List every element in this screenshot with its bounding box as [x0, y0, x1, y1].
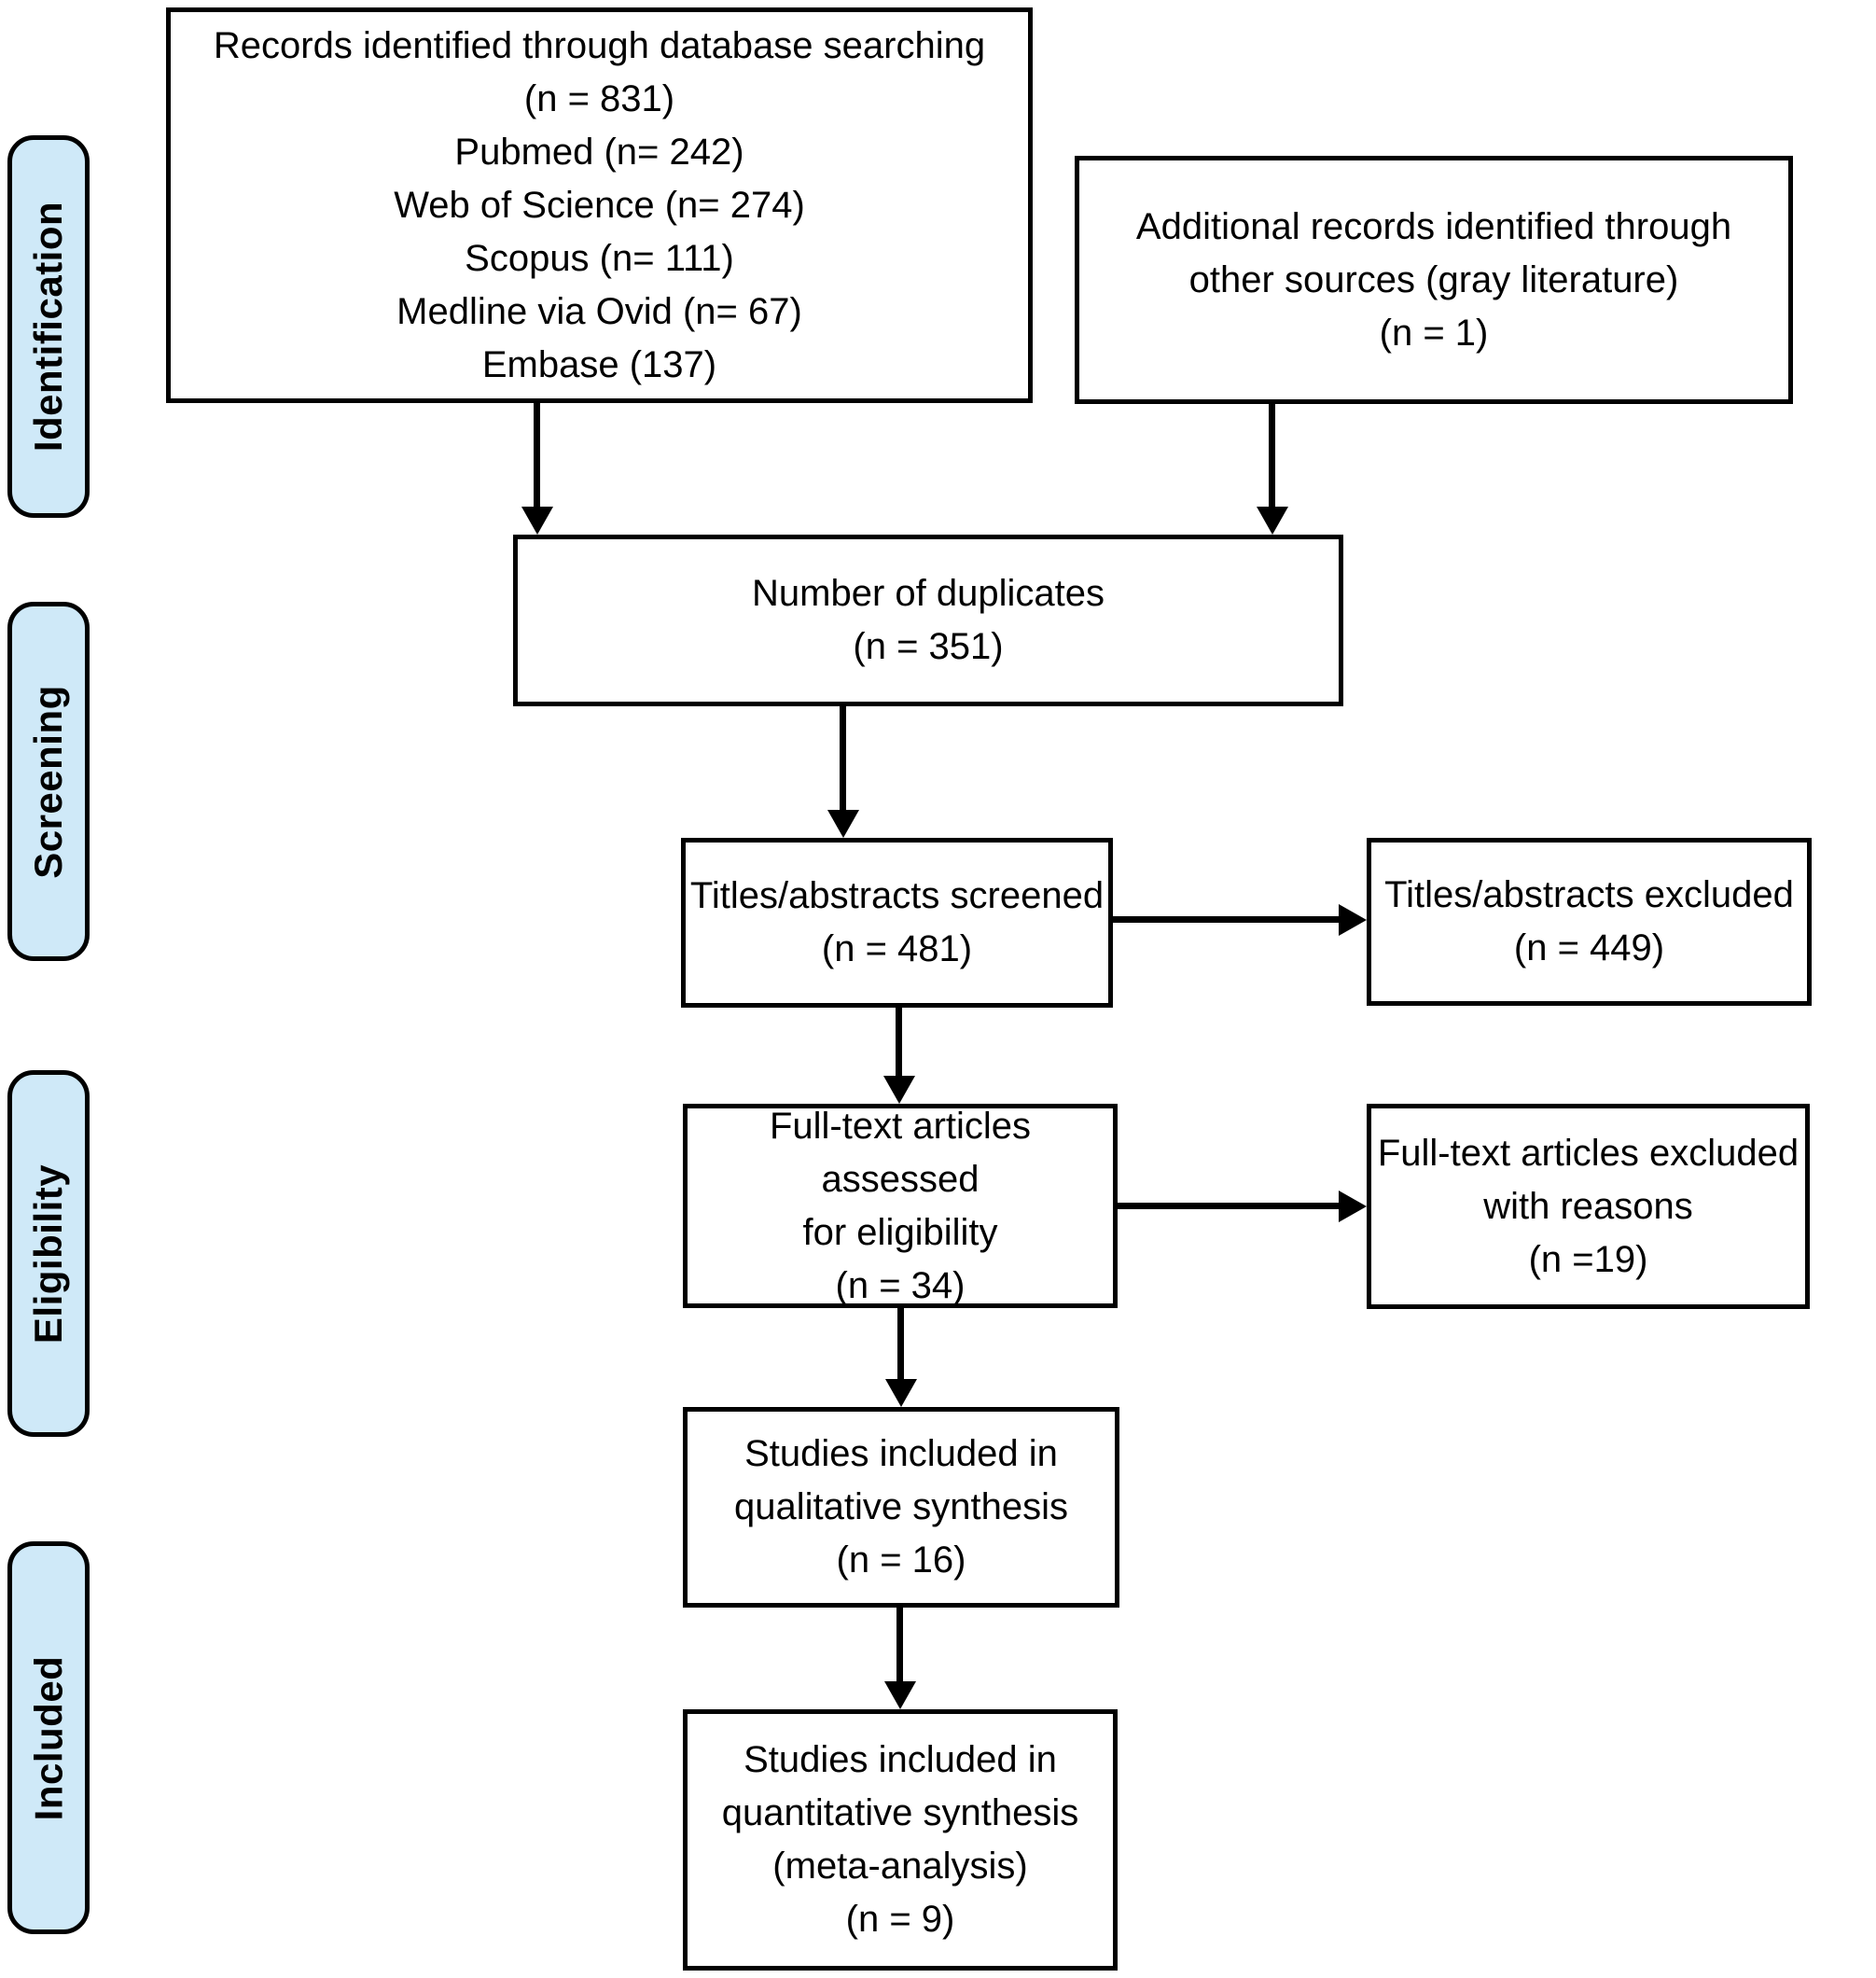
- box-text-line: (n = 16): [836, 1539, 966, 1581]
- stage-identification: Identification: [7, 135, 90, 518]
- stage-included-label: Included: [26, 1655, 70, 1820]
- box-text-line: quantitative synthesis: [721, 1792, 1079, 1833]
- stage-eligibility-label: Eligibility: [26, 1163, 70, 1344]
- box-text-line: Embase (137): [481, 343, 717, 385]
- box-additional-records: Additional records identified through ot…: [1075, 156, 1793, 404]
- box-text-line: (n = 1): [1379, 312, 1489, 354]
- box-text-line: Full-text articles assessed: [769, 1105, 1032, 1200]
- box-text-line: (n = 831): [523, 77, 675, 119]
- box-text-line: Web of Science (n= 274): [394, 184, 805, 226]
- box-text-line: Number of duplicates: [752, 573, 1105, 614]
- box-text-line: Titles/abstracts screened: [689, 875, 1105, 916]
- arrow-down-icon: [534, 403, 540, 507]
- box-text-line: Full-text articles excluded: [1377, 1132, 1800, 1174]
- stage-eligibility: Eligibility: [7, 1070, 90, 1437]
- box-qualitative-synthesis: Studies included in qualitative synthesi…: [683, 1407, 1119, 1608]
- box-text-line: with reasons: [1483, 1185, 1693, 1227]
- box-text-line: Medline via Ovid (n= 67): [396, 290, 802, 332]
- arrow-right-icon: [1113, 916, 1339, 923]
- box-text-line: Scopus (n= 111): [465, 237, 734, 279]
- box-text-line: other sources (gray literature): [1188, 258, 1679, 300]
- stage-identification-label: Identification: [26, 201, 70, 453]
- arrow-down-icon: [896, 1608, 903, 1681]
- box-text-line: (n = 351): [853, 626, 1004, 667]
- box-titles-abstracts-screened: Titles/abstracts screened (n = 481): [681, 838, 1113, 1008]
- arrow-down-icon: [896, 1008, 902, 1076]
- arrow-down-icon: [1269, 404, 1275, 507]
- box-fulltext-excluded: Full-text articles excluded with reasons…: [1367, 1104, 1810, 1309]
- box-records-identified: Records identified through database sear…: [166, 7, 1033, 403]
- box-text-line: Studies included in: [744, 1433, 1058, 1474]
- box-text-line: qualitative synthesis: [734, 1486, 1068, 1527]
- box-text-line: Records identified through database sear…: [213, 24, 986, 66]
- arrow-right-icon: [1118, 1203, 1339, 1209]
- stage-screening: Screening: [7, 602, 90, 961]
- box-text-line: (n = 34): [835, 1264, 966, 1306]
- stage-included: Included: [7, 1541, 90, 1934]
- arrow-down-icon: [840, 706, 846, 810]
- box-fulltext-assessed: Full-text articles assessed for eligibil…: [683, 1104, 1118, 1308]
- box-duplicates: Number of duplicates (n = 351): [513, 535, 1343, 706]
- box-text-line: for eligibility: [802, 1211, 998, 1253]
- stage-screening-label: Screening: [26, 684, 71, 879]
- box-text-line: Titles/abstracts excluded: [1384, 874, 1794, 915]
- box-text-line: Additional records identified through: [1135, 205, 1732, 247]
- box-text-line: (n = 449): [1513, 927, 1665, 968]
- arrow-down-icon: [897, 1308, 904, 1379]
- box-text-line: (n = 9): [845, 1899, 955, 1940]
- box-titles-abstracts-excluded: Titles/abstracts excluded (n = 449): [1367, 838, 1812, 1006]
- box-text-line: Pubmed (n= 242): [454, 131, 744, 173]
- box-text-line: (n =19): [1528, 1238, 1648, 1280]
- box-text-line: (n = 481): [821, 928, 973, 969]
- box-text-line: Studies included in: [743, 1739, 1057, 1780]
- box-text-line: (meta-analysis): [772, 1846, 1028, 1887]
- box-quantitative-synthesis: Studies included in quantitative synthes…: [683, 1709, 1118, 1971]
